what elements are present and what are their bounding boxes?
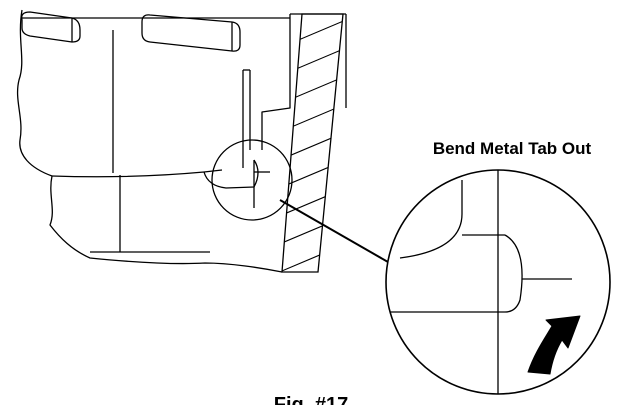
left-pad [21,11,81,43]
right-pad [141,14,241,52]
tab-small [203,171,255,189]
callout-label: Bend Metal Tab Out [433,139,592,158]
magnified-detail [385,169,611,395]
main-assembly [16,9,347,273]
metal-tab-profile [504,234,523,313]
stepped-bracket [261,14,291,150]
device-body-outline [16,9,283,273]
callout-leader-line [279,199,389,263]
curved-arrow-up-icon [527,315,581,375]
detail-circle-small [211,139,293,221]
figure-caption: Fig. #17 [274,394,348,405]
